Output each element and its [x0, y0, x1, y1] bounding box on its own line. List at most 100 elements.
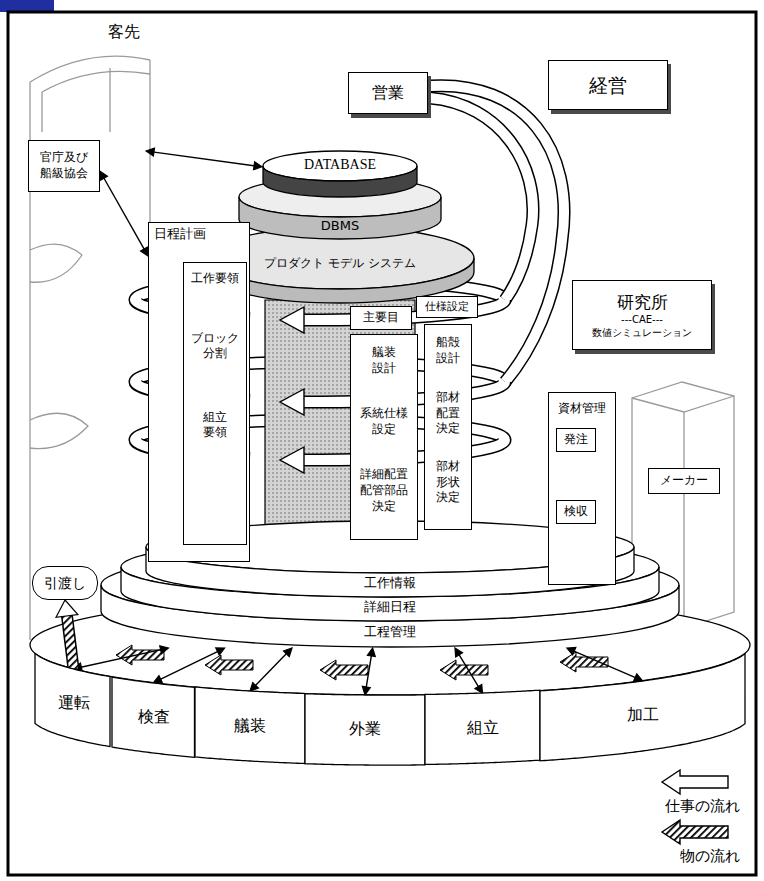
connector-line: [67, 613, 74, 669]
spiral-arrowhead: [280, 389, 304, 415]
node-label: 資材管理: [549, 401, 615, 417]
double-arrow: [567, 647, 643, 681]
connector-line: [366, 654, 372, 688]
customer-outline: [41, 92, 42, 132]
arrowhead: [455, 648, 463, 657]
arrowhead: [254, 162, 262, 170]
connector-line: [573, 651, 637, 679]
node-label: 部材配置決定: [435, 390, 462, 437]
arrowhead: [56, 600, 78, 617]
node-label: 運転: [35, 693, 112, 714]
node-label: 艤装設計: [371, 345, 398, 376]
legend-item: 仕事の流れ: [630, 797, 740, 817]
process-stage-face: [112, 677, 195, 757]
node-label: 客先: [28, 22, 140, 43]
outfitting-pillar: 艤装設計系統仕様設定詳細配置配管部品決定: [350, 334, 418, 540]
arrowhead: [634, 674, 643, 681]
process-stage: 加工: [540, 681, 745, 761]
process-stage-face: [195, 687, 305, 764]
spec-box: 主要目: [350, 306, 412, 330]
database-cylinder: DATABASE: [262, 150, 418, 198]
spiral-arrowhead: [280, 447, 304, 473]
process-stage: 組立: [425, 693, 540, 764]
node-label: 主要目: [363, 310, 399, 326]
frame: [8, 12, 756, 875]
arrowhead: [475, 684, 483, 693]
process-stage: 艤装: [195, 691, 305, 764]
customer-outline: [42, 71, 150, 92]
schedule-pillar: 日程計画工作要領ブロック分割組立要領: [148, 222, 250, 562]
connector-line: [80, 649, 162, 667]
arrowhead: [100, 171, 107, 180]
node-label: 経営: [589, 73, 627, 98]
node-label: 系統仕様設定: [359, 406, 410, 437]
order-box: 発注: [556, 428, 596, 452]
node-label: 詳細配置配管部品決定: [359, 467, 410, 514]
node-label: 日程計画: [154, 226, 244, 243]
material-pillar: 資材管理発注検収: [548, 392, 616, 585]
schedule-band-top: [121, 537, 659, 597]
material-flow-arrow: [205, 655, 253, 675]
work-flow-spiral: [430, 86, 564, 382]
connector-line: [67, 613, 74, 669]
inspection-box: 検収: [556, 500, 596, 524]
arrowhead: [216, 648, 225, 655]
node-label: 工程管理: [100, 624, 680, 641]
process-stage-face: [305, 694, 425, 765]
arrowhead: [250, 683, 258, 692]
customer-outline: [30, 244, 82, 282]
connector-line: [254, 653, 287, 687]
work-flow-spiral: [430, 86, 564, 382]
schedule-band-side: [121, 567, 659, 621]
node-label: 艤装: [195, 716, 305, 737]
process-stage-face: [540, 653, 745, 760]
material-flow-connector: [56, 600, 78, 669]
authority-box: 官庁及び船級協会: [28, 140, 100, 192]
node-label: 外業: [305, 719, 425, 740]
connector-line: [103, 177, 145, 251]
research-tile: 研究所---CAE---数値シミュレーション: [572, 280, 712, 350]
node-label: 加工: [540, 705, 745, 726]
double-arrow: [250, 648, 292, 691]
node-label: DBMS: [238, 218, 442, 235]
legend-sample: [662, 770, 728, 794]
maker-box: メーカー: [648, 468, 720, 494]
arrowhead: [367, 648, 375, 657]
node-label: 検査: [112, 707, 195, 728]
node-label: 部材形状決定: [435, 459, 462, 506]
node-label: 工作要領: [190, 271, 241, 287]
process-stage: 外業: [305, 695, 425, 765]
node-label: 数値シミュレーション: [592, 326, 692, 339]
dbms-disk-side: [239, 197, 441, 239]
arrowhead: [284, 648, 292, 657]
arrowhead: [362, 686, 370, 695]
process-band-top: [101, 549, 679, 621]
node-label: 引渡し: [44, 574, 86, 592]
node-label: メーカー: [660, 473, 708, 489]
node-label: 研究所: [617, 291, 668, 313]
title-bar: [0, 0, 54, 12]
node-label: 仕様設定: [425, 300, 469, 314]
customer-outline: [109, 68, 110, 132]
connector-line: [159, 651, 219, 680]
arrowhead: [141, 247, 148, 256]
spiral-arrowhead: [280, 307, 304, 333]
material-flow-arrows: [116, 645, 608, 680]
customer-outline: [149, 60, 150, 222]
node-label: 発注: [564, 432, 588, 448]
double-arrow: [154, 648, 225, 683]
spec-tag: 仕様設定: [416, 296, 478, 318]
double-arrow: [74, 646, 169, 671]
work-method-pillar: 工作要領ブロック分割組立要領: [183, 262, 247, 545]
process-stage: 検査: [112, 683, 195, 757]
arrowhead: [567, 647, 576, 654]
node-label: ---CAE---: [621, 313, 663, 326]
node-label: 詳細日程: [120, 599, 660, 616]
node-label: ブロック分割: [190, 331, 241, 362]
material-flow-arrow: [116, 645, 164, 665]
node-label: 組立: [425, 718, 540, 739]
customer-outline: [30, 56, 150, 82]
material-flow-arrow: [320, 660, 368, 680]
customer-outline: [30, 413, 88, 448]
management-tile: 経営: [548, 60, 668, 110]
